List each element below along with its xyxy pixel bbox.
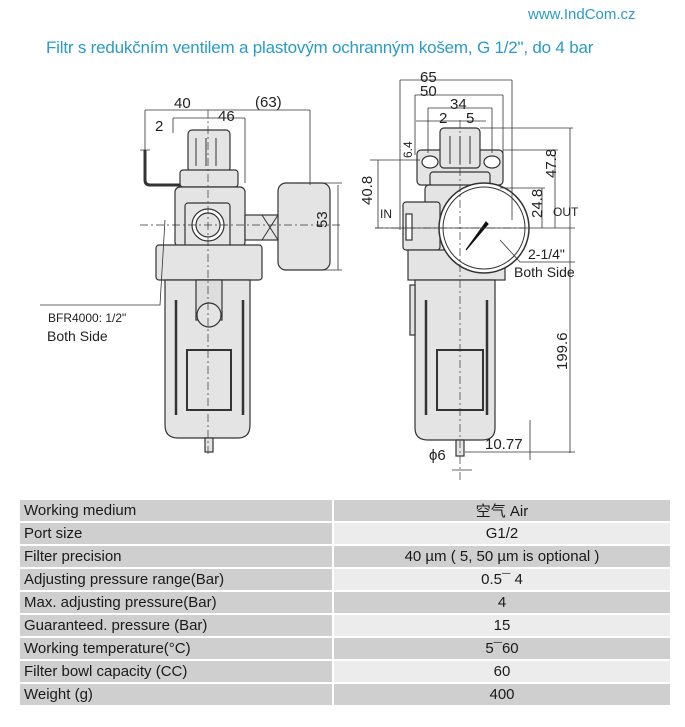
dim-24-8: 24.8: [529, 189, 546, 218]
technical-drawing: 40 46 (63) 2 53 BFR4000: 1/2" Both Side …: [40, 69, 579, 480]
front-view: 65 50 34 2 5 6.4 40.8 IN 47.8 24.8 OUT 2…: [359, 69, 579, 480]
dim-5: 5: [466, 110, 474, 127]
spec-value: 60: [334, 661, 670, 682]
dim-40: 40: [174, 95, 191, 112]
dim-34: 34: [450, 96, 467, 113]
dim-2-right: 2: [439, 110, 447, 127]
gauge-port-note: Both Side: [514, 264, 575, 280]
spec-value: 5¯60: [334, 638, 670, 659]
spec-row: Guaranteed. pressure (Bar)15: [20, 615, 670, 636]
spec-row: Adjusting pressure range(Bar)0.5¯ 4: [20, 569, 670, 590]
spec-label: Weight (g): [20, 684, 334, 705]
dim-40-8: 40.8: [359, 176, 376, 205]
port-note: Both Side: [47, 328, 108, 344]
website-url: www.IndCom.cz: [528, 6, 636, 23]
dim-199-6: 199.6: [554, 332, 571, 370]
dim-47-8: 47.8: [543, 149, 560, 178]
spec-label: Guaranteed. pressure (Bar): [20, 615, 334, 636]
dim-6-4: 6.4: [401, 141, 415, 158]
dim-65: 65: [420, 69, 437, 86]
dim-63: (63): [255, 94, 282, 111]
dim-2-left: 2: [155, 118, 163, 135]
spec-row: Weight (g)400: [20, 684, 670, 705]
spec-value: 15: [334, 615, 670, 636]
spec-value: 0.5¯ 4: [334, 569, 670, 590]
spec-label: Filter precision: [20, 546, 334, 567]
port-label: BFR4000: 1/2": [48, 311, 126, 325]
spec-label: Working medium: [20, 500, 334, 521]
spec-value: 4: [334, 592, 670, 613]
spec-row: Max. adjusting pressure(Bar)4: [20, 592, 670, 613]
out-label: OUT: [553, 205, 579, 219]
spec-value: 400: [334, 684, 670, 705]
dim-46: 46: [218, 108, 235, 125]
dim-10-77: 10.77: [485, 436, 523, 453]
gauge-port-label: 2-1/4": [528, 246, 565, 262]
in-label: IN: [380, 207, 392, 221]
spec-label: Adjusting pressure range(Bar): [20, 569, 334, 590]
dim-53: 53: [314, 211, 331, 228]
spec-row: Working temperature(°C)5¯60: [20, 638, 670, 659]
spec-label: Port size: [20, 523, 334, 544]
dim-50: 50: [420, 83, 437, 100]
spec-row: Filter bowl capacity (CC)60: [20, 661, 670, 682]
spec-label: Working temperature(°C): [20, 638, 334, 659]
dim-phi6: ϕ6: [429, 447, 446, 464]
spec-label: Max. adjusting pressure(Bar): [20, 592, 334, 613]
side-view: 40 46 (63) 2 53 BFR4000: 1/2" Both Side: [40, 94, 342, 455]
spec-label: Filter bowl capacity (CC): [20, 661, 334, 682]
spec-value: G1/2: [334, 523, 670, 544]
page-title: Filtr s redukčním ventilem a plastovým o…: [46, 38, 594, 57]
spec-value: 40 µm ( 5, 50 µm is optional ): [334, 546, 670, 567]
spec-value: 空气 Air: [334, 500, 670, 521]
